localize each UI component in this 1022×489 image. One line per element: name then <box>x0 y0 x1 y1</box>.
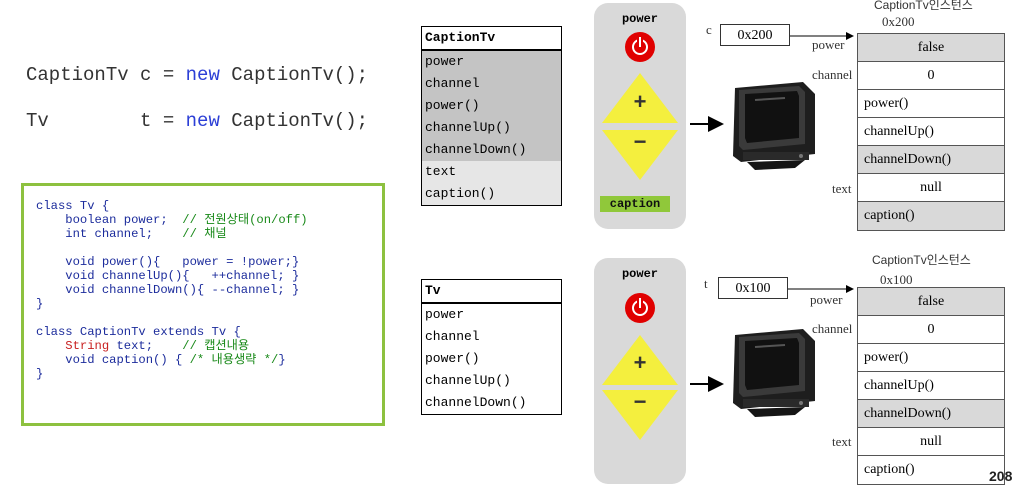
tv-icon <box>733 329 815 417</box>
code-comment: // 캡션내용 <box>182 339 250 353</box>
remote-title: power <box>621 267 658 281</box>
power-button[interactable] <box>625 32 655 62</box>
ref-var-label: t <box>704 276 708 291</box>
memory-cell: null <box>858 174 1004 202</box>
instance-heading: CaptionTv인스턴스 <box>874 0 973 12</box>
code-type: String <box>36 339 110 353</box>
uml-tv: Tv power channel power() channelUp() cha… <box>421 279 562 415</box>
instance-heading: CaptionTv인스턴스 <box>872 253 971 267</box>
code-line: } <box>36 367 44 381</box>
instance-address: 0x100 <box>880 272 913 287</box>
instance-memory: false 0 power() channelUp() channelDown(… <box>857 287 1005 485</box>
uml-member: channel <box>425 329 480 344</box>
memory-cell: 0 <box>858 316 1004 344</box>
memory-cell: channelDown() <box>858 146 1004 174</box>
code-line: class Tv { <box>36 199 110 213</box>
uml-member: channelDown() <box>422 139 561 161</box>
channel-down-button[interactable] <box>602 390 678 440</box>
uml-member: text <box>422 161 561 183</box>
uml-member: caption() <box>422 183 561 205</box>
caption-button[interactable]: caption <box>600 196 670 212</box>
uml-member: channelDown() <box>425 395 527 410</box>
memory-cell: power() <box>858 90 1004 118</box>
code-keyword: class <box>36 325 73 339</box>
class-code: class Tv { boolean power; // 전원상태(on/off… <box>36 199 308 381</box>
field-label-text: text <box>832 434 852 449</box>
code-text: CaptionTv(); <box>219 64 369 86</box>
power-icon-bar <box>639 37 641 47</box>
page-number: 208 <box>989 468 1013 484</box>
memory-cell: channelUp() <box>858 372 1004 400</box>
field-label-power: power <box>810 292 843 307</box>
code-line-tv: Tv t = new CaptionTv(); <box>26 110 368 132</box>
code-keyword: new <box>185 64 220 86</box>
ref-box: 0x200 <box>720 24 790 46</box>
ref-box: 0x100 <box>718 277 788 299</box>
code-line: void channelUp(){ ++channel; } <box>36 269 300 283</box>
memory-cell: channelDown() <box>858 400 1004 428</box>
remote-caption-tv: power + − caption <box>594 3 686 229</box>
code-keyword: new <box>185 110 220 132</box>
code-comment: // 전원상태(on/off) <box>182 213 308 227</box>
uml-member: power() <box>425 351 480 366</box>
code-line: int channel; <box>36 227 183 241</box>
uml-member: power <box>425 307 465 322</box>
minus-icon: − <box>633 389 647 414</box>
field-label-channel: channel <box>812 67 853 82</box>
memory-cell: power() <box>858 344 1004 372</box>
power-icon-bar <box>639 298 641 308</box>
code-text: CaptionTv(); <box>219 110 369 132</box>
memory-cell: caption() <box>858 456 1004 484</box>
code-line: void channelDown(){ --channel; } <box>36 283 300 297</box>
uml-member: power() <box>422 95 561 117</box>
uml-member: channel <box>422 73 561 95</box>
power-button[interactable] <box>625 293 655 323</box>
remote-title: power <box>621 12 658 26</box>
uml-member: channelUp() <box>425 373 511 388</box>
code-line: void caption() { <box>36 353 190 367</box>
code-line: } <box>36 297 44 311</box>
instance-address: 0x200 <box>882 14 915 29</box>
ref-var-label: c <box>706 22 712 37</box>
uml-title: Tv <box>422 280 561 304</box>
code-line: text; <box>109 339 183 353</box>
field-label-channel: channel <box>812 321 853 336</box>
field-label-text: text <box>832 181 852 196</box>
code-line: void power(){ power = !power;} <box>36 255 300 269</box>
code-line-caption-tv: CaptionTv c = new CaptionTv(); <box>26 64 368 86</box>
code-comment: // 채널 <box>182 227 227 241</box>
channel-down-button[interactable] <box>602 130 678 180</box>
memory-cell: null <box>858 428 1004 456</box>
code-text: Tv t = <box>26 110 186 132</box>
uml-member: power <box>422 51 561 73</box>
code-text: CaptionTv c = <box>26 64 186 86</box>
channel-up-button[interactable] <box>602 73 678 123</box>
channel-up-button[interactable] <box>602 335 678 385</box>
plus-icon: + <box>633 350 647 375</box>
minus-icon: − <box>633 129 647 154</box>
class-code-box: class Tv { boolean power; // 전원상태(on/off… <box>21 183 385 426</box>
memory-cell: false <box>858 34 1004 62</box>
code-line: boolean power; <box>36 213 183 227</box>
code-line: CaptionTv extends Tv { <box>72 325 241 339</box>
memory-cell: caption() <box>858 202 1004 230</box>
instance-memory: false 0 power() channelUp() channelDown(… <box>857 33 1005 231</box>
memory-cell: 0 <box>858 62 1004 90</box>
memory-cell: false <box>858 288 1004 316</box>
code-comment: /* 내용생략 */ <box>189 353 279 367</box>
remote-tv: power + − <box>594 258 686 484</box>
uml-member: channelUp() <box>422 117 561 139</box>
uml-title: CaptionTv <box>422 27 561 51</box>
memory-cell: channelUp() <box>858 118 1004 146</box>
code-line: } <box>278 353 286 367</box>
plus-icon: + <box>633 89 647 114</box>
uml-caption-tv: CaptionTv power channel power() channelU… <box>421 26 562 206</box>
field-label-power: power <box>812 37 845 52</box>
tv-icon <box>733 82 815 170</box>
